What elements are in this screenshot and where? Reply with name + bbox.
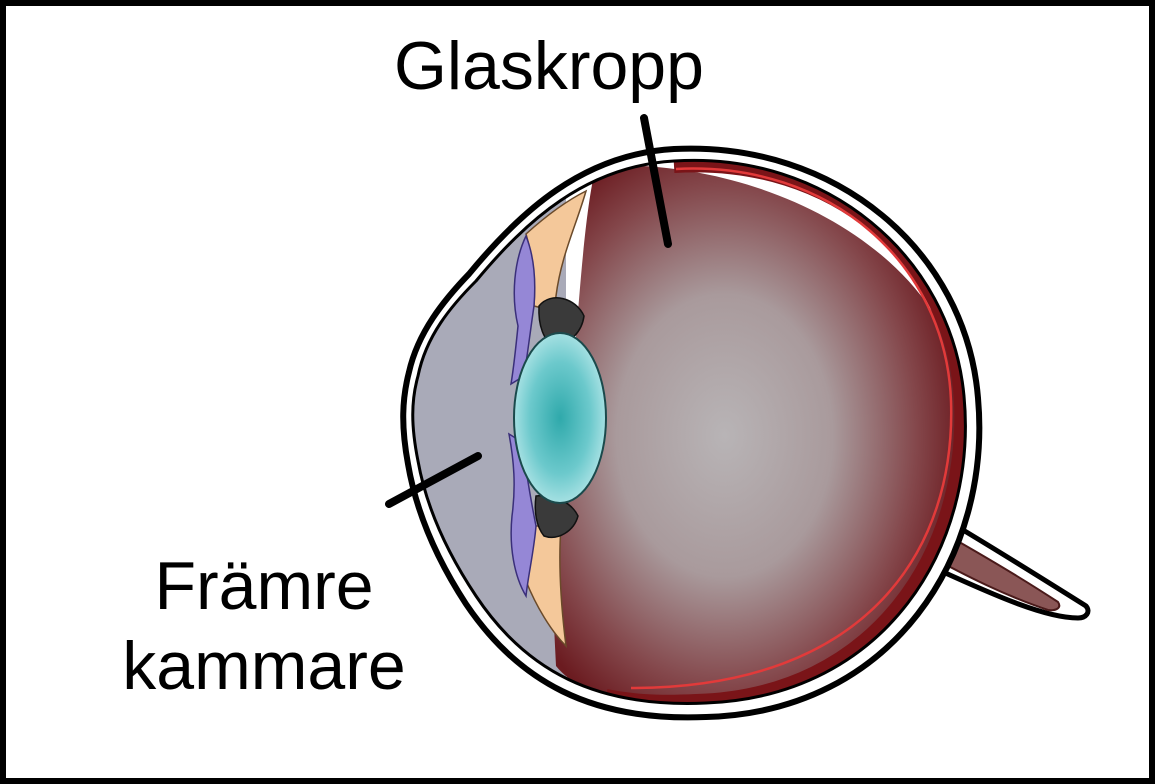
vitreous-label: Glaskropp	[394, 32, 704, 100]
anterior-chamber-label: Främre kammare	[104, 546, 424, 706]
anterior-chamber-label-line2: kammare	[104, 626, 424, 706]
anterior-chamber-label-line1: Främre	[104, 546, 424, 626]
lens	[514, 333, 606, 503]
